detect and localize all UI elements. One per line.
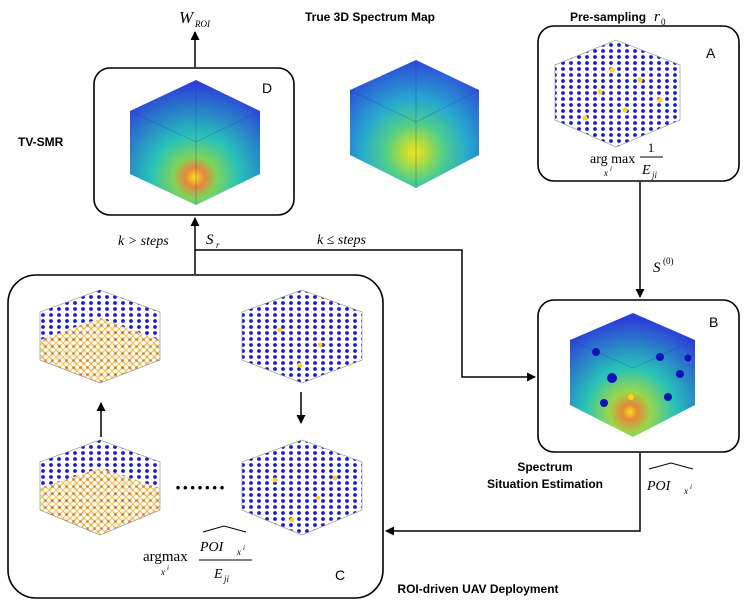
svg-text:E: E [641,163,651,178]
w-roi-subscript: ROI [194,19,211,29]
svg-text:arg max: arg max [590,152,635,167]
s0-superscript: (0) [663,256,674,266]
w-roi-label: W [179,8,195,27]
formula-argmax-poi: argmax x i POI x i E ji [143,525,252,584]
box-d-label: D [262,80,272,96]
heatmap-cube-b [569,313,696,437]
uav-cube-top-right [241,289,363,384]
svg-text:argmax: argmax [143,549,188,565]
uav-cube-bottom-right [241,439,363,536]
svg-text:POI: POI [199,540,225,555]
box-a-label: A [706,45,716,61]
uav-cube-bottom-left [39,439,161,536]
box-b-label: B [709,314,718,330]
uav-cube-top-left [39,289,161,384]
svg-text:i: i [243,544,245,552]
heatmap-cube-d [129,80,261,205]
spectrum-label-line2: Situation Estimation [487,477,603,491]
svg-text:E: E [213,567,223,582]
r0-label: r [654,9,660,25]
svg-text:x: x [683,486,688,496]
svg-text:i: i [167,564,169,572]
sr-label: S [206,232,214,248]
svg-text:x: x [236,547,241,557]
presampling-label: Pre-sampling [570,10,646,24]
k-le-steps: k ≤ steps [317,233,366,248]
arrow-b-to-c [385,453,641,536]
svg-text:ji: ji [651,170,658,180]
svg-text:x: x [603,168,608,178]
arrow-loop-to-b [195,249,536,382]
svg-text:i: i [610,165,612,173]
svg-text:ji: ji [223,574,230,584]
ellipsis-dots: ······· [174,475,225,500]
tv-smr-label: TV-SMR [18,135,64,149]
svg-text:POI: POI [646,479,672,494]
s0-label: S [653,260,661,276]
formula-argmax-inverse-energy: arg max x i 1 E ji [590,140,663,180]
r0-subscript: 0 [661,17,666,27]
svg-text:1: 1 [648,140,655,155]
sr-subscript: r [216,240,220,250]
heatmap-cube-true [349,60,480,188]
k-gt-steps: k > steps [118,234,169,249]
roi-deploy-label: ROI-driven UAV Deployment [397,582,558,596]
sample-cube-a [554,39,681,148]
svg-text:x: x [160,567,165,577]
spectrum-label-line1: Spectrum [517,460,572,474]
poi-hat-estimate: POI x i [646,462,694,496]
box-c-label: C [335,567,345,583]
svg-text:i: i [690,483,692,491]
true-map-title: True 3D Spectrum Map [305,10,435,24]
